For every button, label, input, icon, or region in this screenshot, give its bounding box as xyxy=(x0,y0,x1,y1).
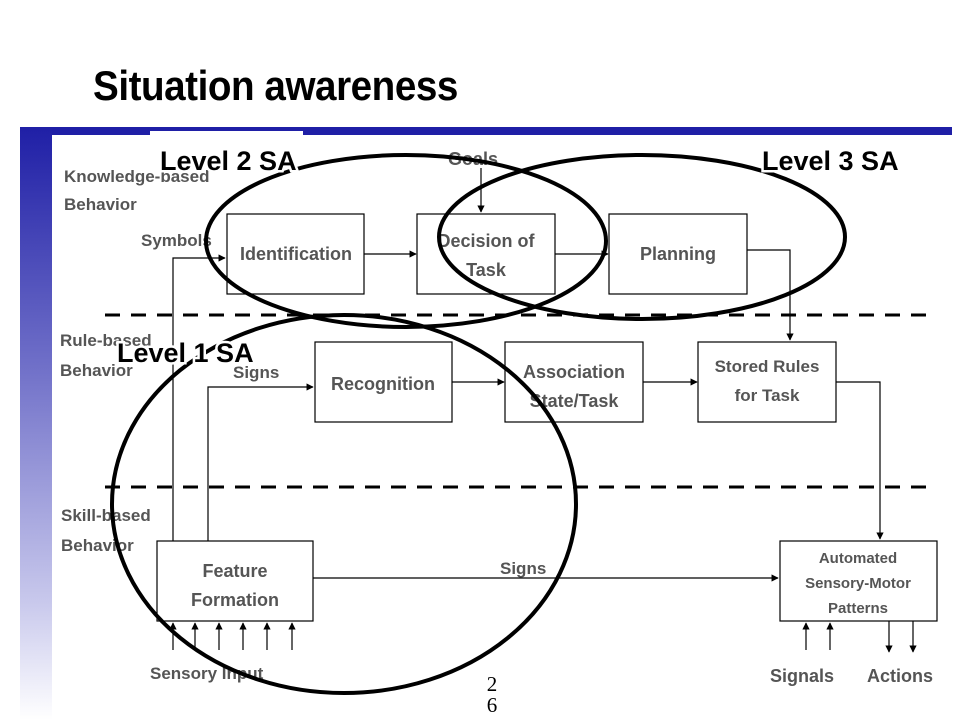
box-planning-label: Planning xyxy=(640,244,716,264)
box-association-label-line2: State/Task xyxy=(530,391,620,411)
box-stored-rules-label-line2: for Task xyxy=(735,386,800,405)
level3-sa-label: Level 3 SA xyxy=(762,146,899,176)
box-stored-rules xyxy=(697,341,837,423)
box-decision-label-line2: Task xyxy=(466,260,507,280)
row-label-skill-line2: Behavior xyxy=(61,536,134,555)
arrow-feature-to-recognition xyxy=(207,383,314,541)
level2-sa-label: Level 2 SA xyxy=(160,146,297,176)
row-label-rule-line1: Rule-based xyxy=(60,331,152,350)
arrow-stored-rules-to-automated xyxy=(836,381,884,540)
box-feature-label-line1: Feature xyxy=(202,561,267,581)
label-signs-lower: Signs xyxy=(500,559,546,578)
level1-sa-label: Level 1 SA xyxy=(117,338,254,368)
label-signals: Signals xyxy=(770,666,834,686)
arrow-feature-to-identification xyxy=(172,254,226,541)
label-actions: Actions xyxy=(867,666,933,686)
ellipse-level1-sa xyxy=(110,313,578,695)
box-recognition xyxy=(314,341,453,423)
box-decision-of-task xyxy=(416,213,556,295)
label-symbols: Symbols xyxy=(141,231,212,250)
box-stored-rules-label-line1: Stored Rules xyxy=(715,357,820,376)
label-signs-upper: Signs xyxy=(233,363,279,382)
box-feature-label-line2: Formation xyxy=(191,590,279,610)
box-automated-patterns xyxy=(779,540,938,622)
level2-label-tab xyxy=(150,131,303,137)
box-recognition-label: Recognition xyxy=(331,374,435,394)
box-automated-label-line2: Sensory-Motor xyxy=(805,575,911,592)
box-automated-label-line1: Automated xyxy=(819,550,897,567)
box-association-label-line1: Association xyxy=(523,362,625,382)
top-accent-bar xyxy=(20,127,952,135)
box-identification xyxy=(226,213,365,295)
slide-title: Situation awareness xyxy=(93,62,458,109)
ellipse-level2-sa xyxy=(204,153,608,329)
box-association-state-task xyxy=(504,341,644,423)
ellipse-level3-sa xyxy=(437,153,847,321)
box-decision-label-line1: Decision of xyxy=(437,231,535,251)
side-accent-bar xyxy=(20,127,52,720)
row-label-knowledge-line1: Knowledge-based xyxy=(64,167,209,186)
page-number: 26 xyxy=(486,672,498,717)
row-label-skill-line1: Skill-based xyxy=(61,506,151,525)
box-automated-label-line3: Patterns xyxy=(828,600,888,617)
box-planning xyxy=(608,213,748,295)
row-label-rule-line2: Behavior xyxy=(60,361,133,380)
box-feature-formation xyxy=(156,540,314,622)
arrow-planning-to-stored-rules xyxy=(747,249,794,341)
label-sensory-input: Sensory Input xyxy=(150,664,264,683)
box-identification-label: Identification xyxy=(240,244,352,264)
row-label-knowledge-line2: Behavior xyxy=(64,195,137,214)
